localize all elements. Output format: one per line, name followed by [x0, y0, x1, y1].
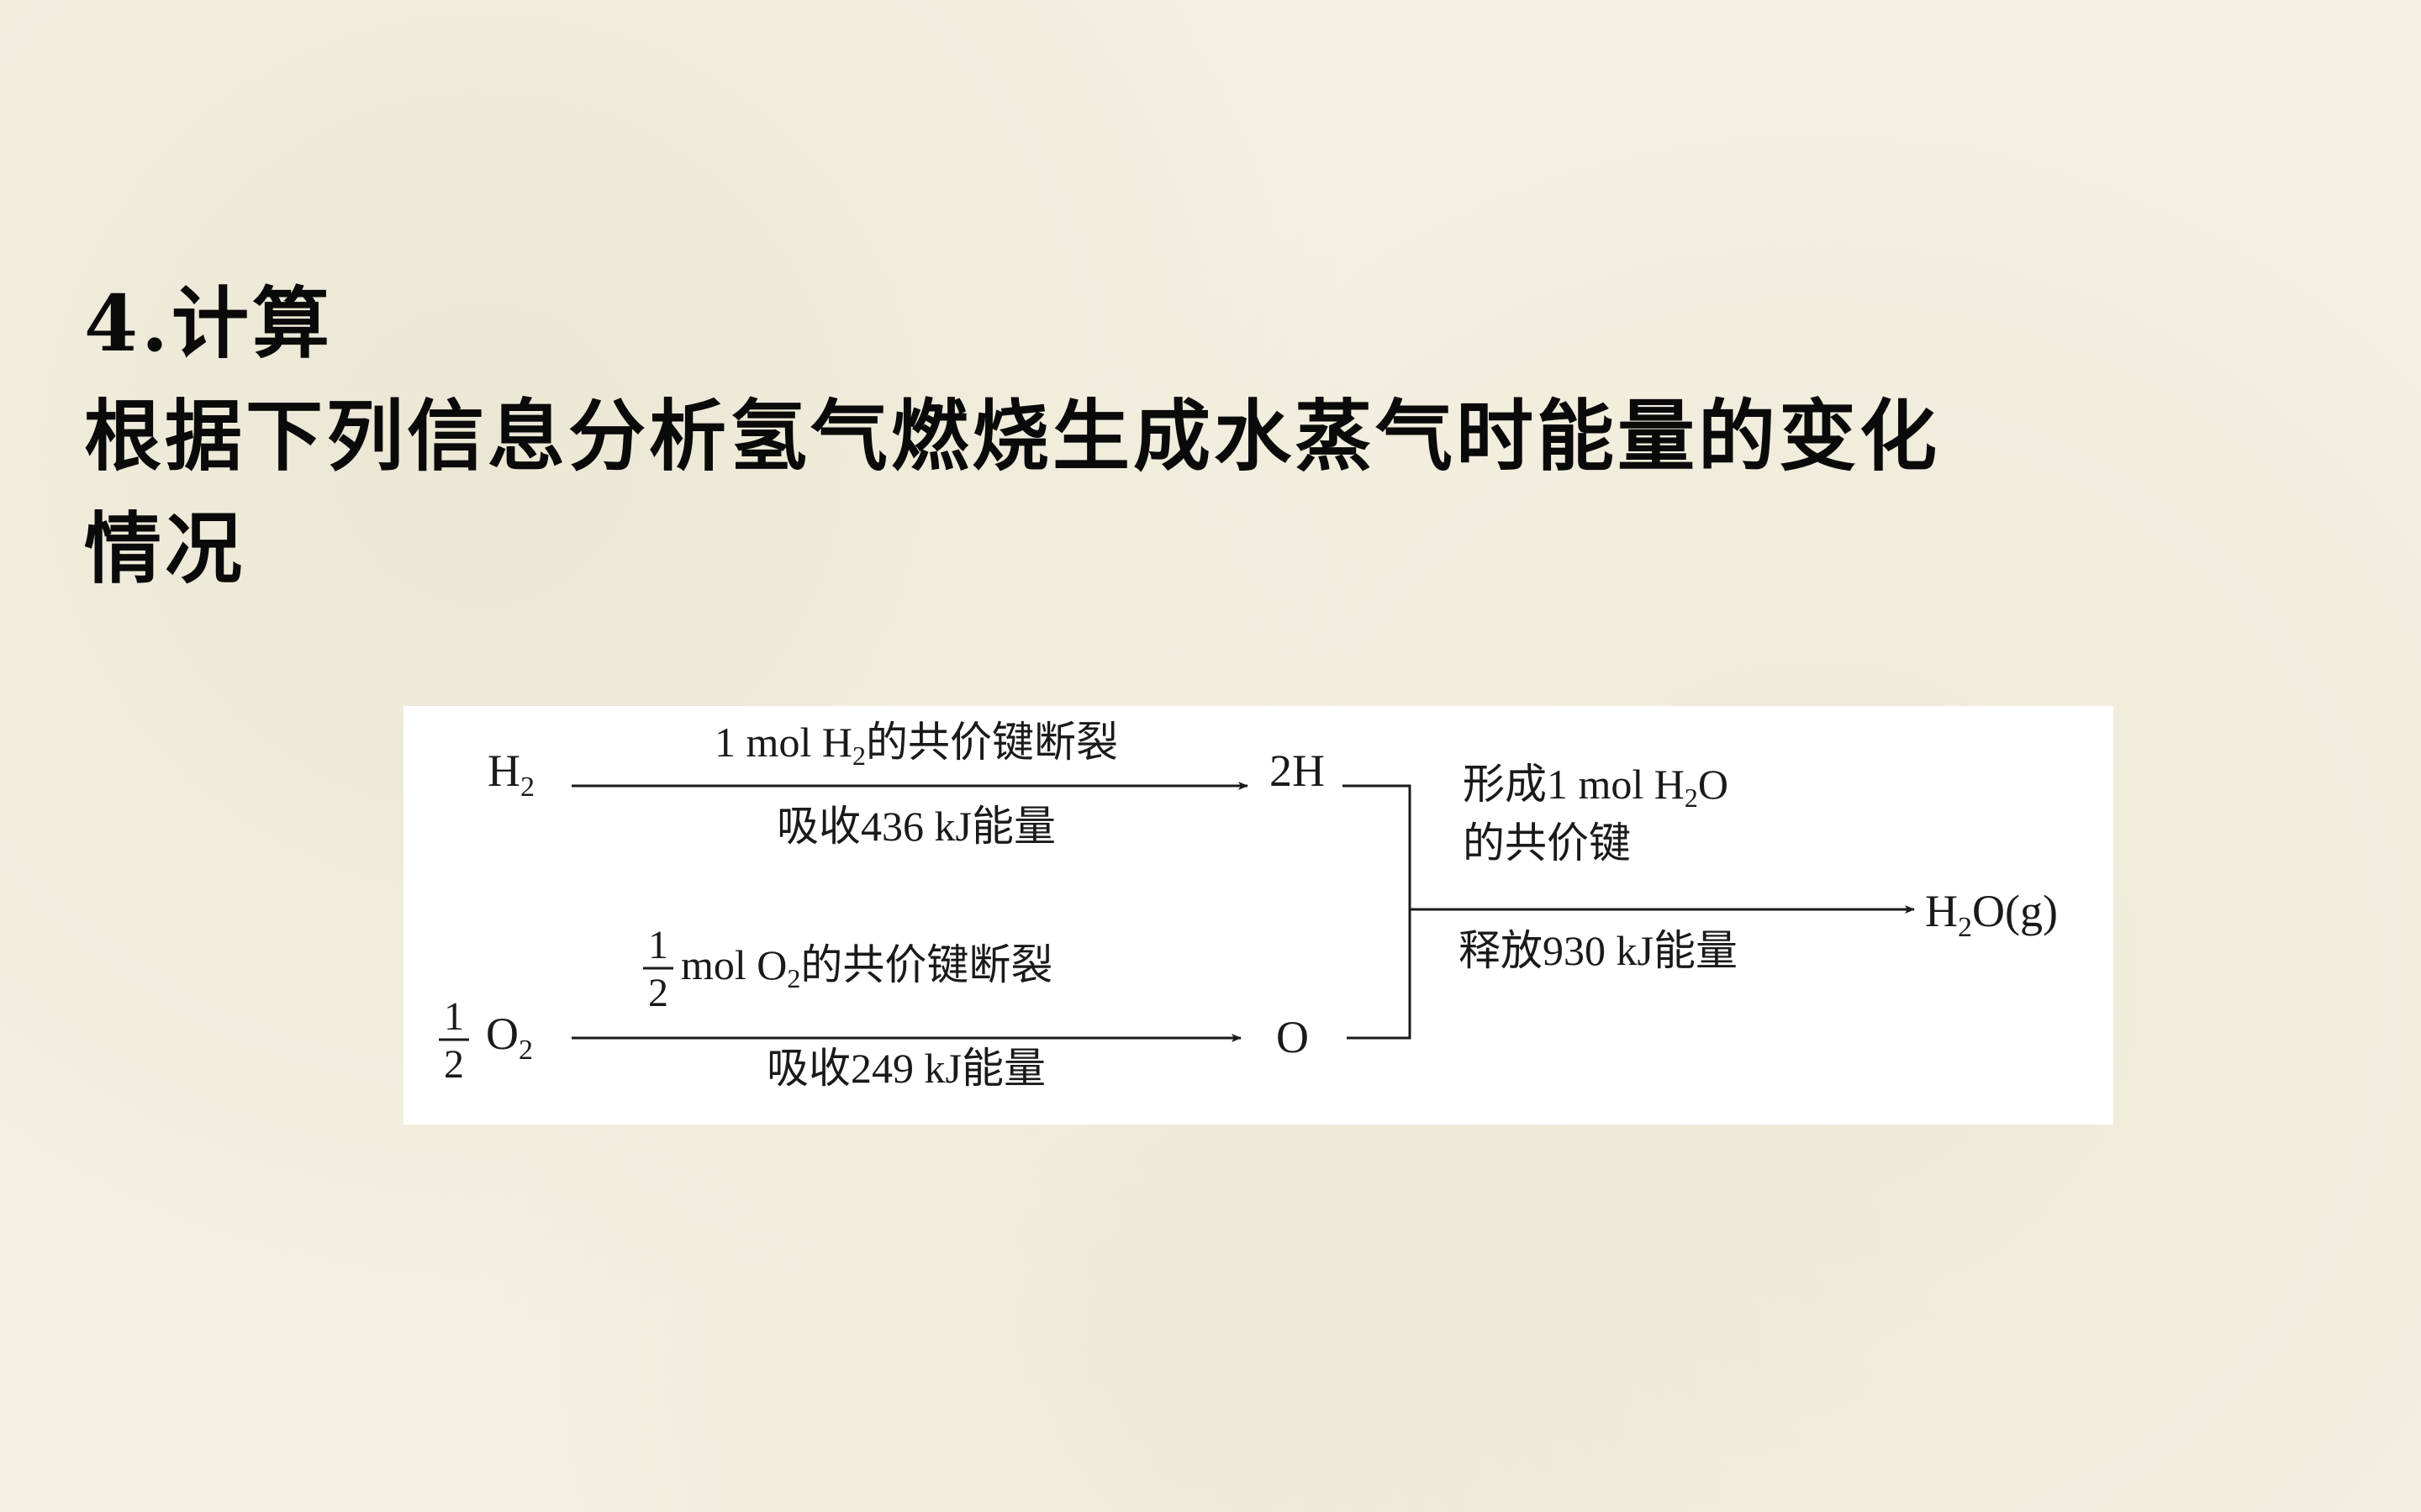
arrow2-top-pre: mol O [681, 941, 787, 988]
energy-diagram: H2 1 mol H2的共价键断裂 吸收436 kJ能量 2H 1 2 O2 1… [404, 706, 2113, 1125]
o2-sub: 2 [519, 1035, 533, 1066]
o2-fraction-denominator: 2 [444, 1042, 464, 1087]
arrow3-bottom-label: 释放930 kJ能量 [1458, 927, 1738, 974]
energy-diagram-svg: H2 1 mol H2的共价键断裂 吸收436 kJ能量 2H 1 2 O2 1… [439, 719, 2058, 1092]
product-water-vapor: H2O(g) [1925, 886, 2058, 943]
arrow2-top-post: 的共价键断裂 [800, 941, 1052, 988]
heading-line-1: 4.计算 [84, 278, 334, 369]
arrow1-bottom-label: 吸收436 kJ能量 [777, 803, 1056, 850]
o2-fraction-numerator: 1 [444, 994, 464, 1039]
arrow3-top-line1: 形成1 mol H2O [1463, 761, 1728, 813]
h2-sub: 2 [520, 772, 535, 803]
arrow2-top-sub: 2 [787, 963, 800, 993]
arrow3-top-line2: 的共价键 [1463, 819, 1631, 867]
merge-bracket [1342, 784, 1411, 1040]
arrow3-top-sub: 2 [1685, 782, 1698, 813]
arrow2-top-label: mol O2的共价键断裂 [681, 941, 1052, 993]
arrow2-fraction-denominator: 2 [648, 971, 668, 1015]
slide-heading: 4.计算 根据下列信息分析氢气燃烧生成水蒸气时能量的变化 情况 [84, 267, 2354, 605]
h-atoms: 2H [1269, 745, 1325, 796]
heading-line-2: 根据下列信息分析氢气燃烧生成水蒸气时能量的变化 [84, 391, 1941, 482]
h2-base: H [488, 745, 520, 796]
o-atom: O [1276, 1012, 1309, 1062]
product-base: H [1925, 886, 1958, 936]
o2-reactant: O2 [486, 1009, 533, 1066]
product-tail: O(g) [1972, 886, 2058, 936]
arrow3-top-pre: 形成1 mol H [1463, 761, 1685, 808]
o2-base: O [486, 1009, 519, 1059]
arrow1-top-pre: 1 mol H [715, 719, 852, 766]
arrow3-top-post: O [1698, 761, 1728, 808]
heading-line-3: 情况 [84, 503, 246, 594]
arrow1-top-post: 的共价键断裂 [866, 719, 1118, 766]
product-sub: 2 [1958, 912, 1972, 943]
h2-reactant: H2 [488, 745, 535, 803]
arrow1-top-label: 1 mol H2的共价键断裂 [715, 719, 1118, 771]
arrow1-top-sub: 2 [852, 740, 866, 771]
arrow2-fraction-numerator: 1 [648, 923, 668, 967]
arrow2-bottom-label: 吸收249 kJ能量 [767, 1045, 1046, 1092]
